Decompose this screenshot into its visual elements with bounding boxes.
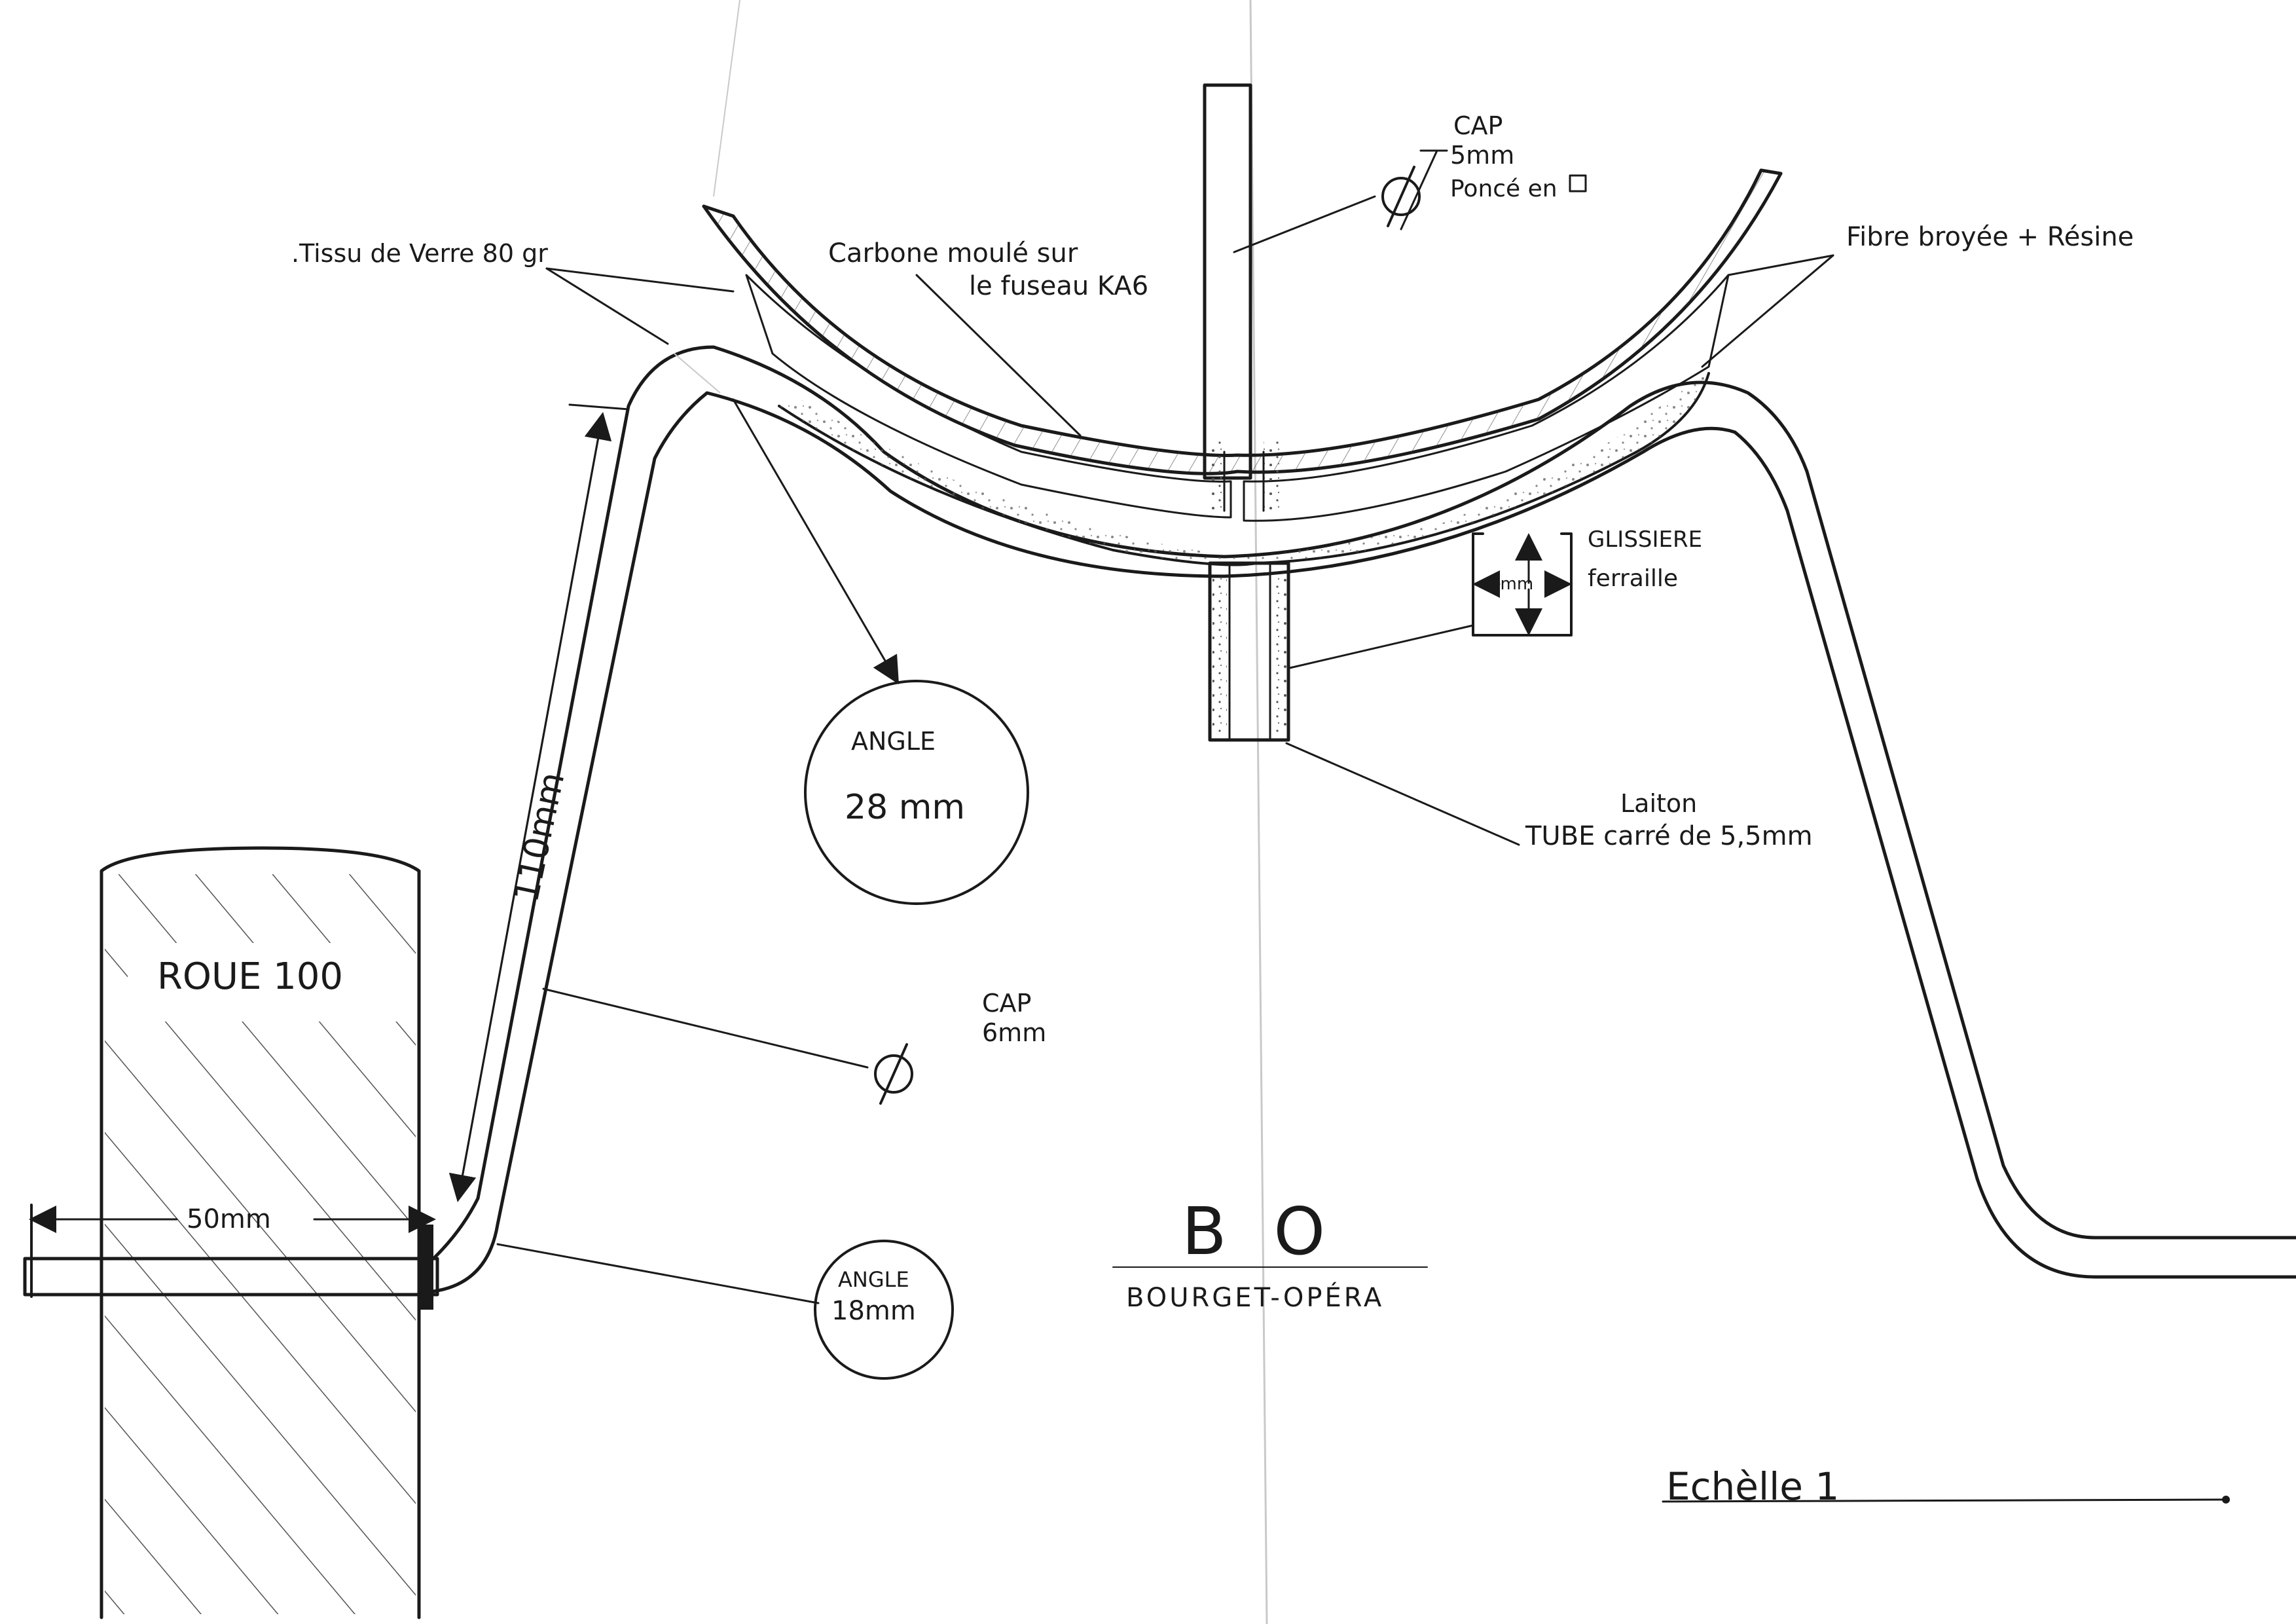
diameter-symbol-icon	[1381, 166, 1421, 227]
label-angle-big-2: 28 mm	[845, 788, 965, 827]
label-dim-110: 110mm	[507, 769, 572, 906]
label-carbone-1: Carbone moulé sur	[828, 238, 1078, 268]
glissiere-detail	[1472, 532, 1573, 637]
seat-assembly	[702, 168, 1783, 566]
dimension-110mm	[448, 403, 630, 1202]
brass-tube	[1208, 561, 1290, 742]
label-carbone-2: le fuseau KA6	[969, 271, 1148, 301]
label-glissiere-2: ferraille	[1588, 565, 1678, 592]
label-laiton-1: Laiton	[1620, 789, 1697, 818]
seat-post	[1203, 83, 1280, 512]
label-cap-mid-2: 6mm	[982, 1018, 1046, 1047]
drawing-title: B O	[1182, 1193, 1338, 1270]
wire-frame	[431, 345, 2296, 1293]
drawing-subtitle: BOURGET-OPÉRA	[1126, 1282, 1384, 1313]
scale-end-dot	[2222, 1496, 2230, 1504]
label-roue: ROUE 100	[157, 955, 343, 998]
label-glissiere-dim: 6mm	[1489, 574, 1533, 594]
label-cap-top-1: CAP	[1453, 111, 1503, 140]
label-cap-mid-1: CAP	[982, 989, 1031, 1018]
label-dim-50: 50mm	[187, 1204, 271, 1234]
label-cap-top-3: Poncé en	[1450, 175, 1558, 202]
label-fibre: Fibre broyée + Résine	[1846, 222, 2134, 252]
scale-line	[1662, 1498, 2227, 1503]
square-symbol-icon	[1569, 174, 1587, 193]
label-cap-top-2: 5mm	[1450, 141, 1514, 170]
axle	[23, 1204, 439, 1310]
paper-crease	[713, 0, 1268, 1624]
angle-18mm-circle	[814, 1240, 954, 1380]
label-angle-big-1: ANGLE	[851, 727, 936, 756]
wheel	[100, 846, 421, 1619]
label-glissiere-1: GLISSIERE	[1588, 526, 1702, 553]
diameter-symbol-icon	[874, 1043, 913, 1105]
label-tissu: .Tissu de Verre 80 gr	[291, 239, 548, 268]
label-laiton-2: TUBE carré de 5,5mm	[1525, 821, 1813, 851]
label-angle-small-2: 18mm	[831, 1296, 916, 1326]
leader-lines	[496, 149, 1834, 1304]
label-scale: Echèlle 1	[1666, 1464, 1839, 1509]
angle-28mm-circle	[804, 680, 1029, 905]
label-angle-small-1: ANGLE	[838, 1267, 909, 1292]
